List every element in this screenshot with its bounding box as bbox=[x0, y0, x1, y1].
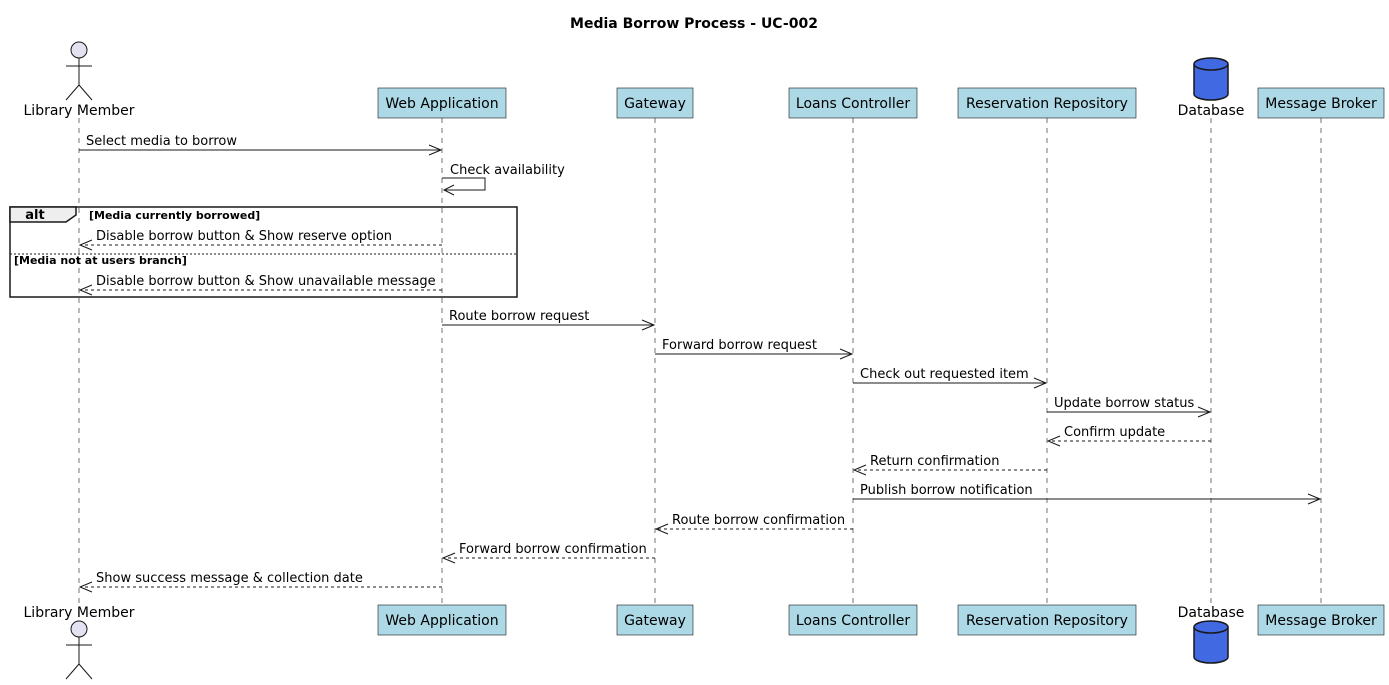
message-4: Disable borrow button & Show unavailable… bbox=[78, 274, 442, 296]
diagram-title: Media Borrow Process - UC-002 bbox=[570, 16, 818, 32]
message-label: Show success message & collection date bbox=[96, 571, 363, 586]
actor-icon bbox=[70, 620, 88, 638]
arrowhead bbox=[1033, 377, 1048, 389]
participant-label: Database bbox=[1178, 605, 1245, 621]
message-label: Return confirmation bbox=[870, 454, 999, 469]
arrowhead bbox=[654, 523, 669, 535]
message-label: Publish borrow notification bbox=[860, 483, 1033, 498]
participant-label: Gateway bbox=[624, 96, 686, 112]
participant-member-bottom: Library Member bbox=[24, 605, 135, 680]
message-13: Forward borrow confirmation bbox=[441, 542, 655, 564]
participant-box bbox=[616, 604, 694, 636]
participant-web-bottom: Web Application bbox=[377, 604, 507, 636]
participant-box bbox=[957, 87, 1137, 119]
arrowhead bbox=[1046, 435, 1061, 447]
participant-label: Reservation Repository bbox=[966, 96, 1128, 112]
participant-box bbox=[1257, 604, 1385, 636]
message-10: Return confirmation bbox=[852, 454, 1047, 476]
message-label: Route borrow request bbox=[449, 309, 589, 324]
participant-web-top: Web Application bbox=[377, 87, 507, 119]
message-14: Show success message & collection date bbox=[78, 571, 442, 593]
message-8: Update borrow status bbox=[1047, 396, 1212, 418]
participant-label: Loans Controller bbox=[796, 613, 910, 629]
message-label: Disable borrow button & Show unavailable… bbox=[96, 274, 436, 289]
participant-db-top: Database bbox=[1178, 57, 1245, 119]
lifelines bbox=[78, 118, 1322, 605]
participant-label: Message Broker bbox=[1265, 96, 1377, 112]
message-label: Route borrow confirmation bbox=[672, 513, 845, 528]
message-9: Confirm update bbox=[1046, 425, 1211, 447]
participant-label: Message Broker bbox=[1265, 613, 1377, 629]
arrowhead bbox=[1197, 406, 1212, 418]
participant-label: Web Application bbox=[385, 613, 498, 629]
message-label: Forward borrow confirmation bbox=[459, 542, 647, 557]
participant-label: Library Member bbox=[24, 103, 135, 119]
participant-label: Gateway bbox=[624, 613, 686, 629]
participant-box bbox=[788, 87, 918, 119]
participant-member-top: Library Member bbox=[24, 41, 135, 119]
actor-icon bbox=[70, 41, 88, 59]
arrowhead bbox=[441, 552, 456, 564]
alt-condition-2: [Media not at users branch] bbox=[14, 254, 187, 267]
message-label: Confirm update bbox=[1064, 425, 1165, 440]
participant-loans-top: Loans Controller bbox=[788, 87, 918, 119]
participant-box bbox=[788, 604, 918, 636]
fragments: alt [Media currently borrowed] [Media not … bbox=[9, 206, 518, 298]
participant-gateway-bottom: Gateway bbox=[616, 604, 694, 636]
database-icon bbox=[1193, 64, 1229, 101]
arrowhead bbox=[839, 348, 854, 360]
database-icon bbox=[1193, 627, 1229, 664]
alt-condition-1: [Media currently borrowed] bbox=[89, 209, 260, 222]
participant-label: Loans Controller bbox=[796, 96, 910, 112]
message-label: Disable borrow button & Show reserve opt… bbox=[96, 229, 392, 244]
arrowhead bbox=[78, 284, 93, 296]
message-label: Check availability bbox=[450, 163, 565, 178]
participant-repo-top: Reservation Repository bbox=[957, 87, 1137, 119]
message-label: Select media to borrow bbox=[86, 134, 237, 149]
message-label: Check out requested item bbox=[860, 367, 1029, 382]
message-5: Route borrow request bbox=[442, 309, 656, 331]
participant-box bbox=[1257, 87, 1385, 119]
message-7: Check out requested item bbox=[853, 367, 1048, 389]
participant-repo-bottom: Reservation Repository bbox=[957, 604, 1137, 636]
participant-box bbox=[957, 604, 1137, 636]
alt-fragment-tab bbox=[9, 206, 77, 223]
participant-box bbox=[377, 87, 507, 119]
message-11: Publish borrow notification bbox=[853, 483, 1322, 505]
message-3: Disable borrow button & Show reserve opt… bbox=[78, 229, 442, 251]
arrowhead bbox=[442, 184, 455, 196]
arrowhead bbox=[78, 239, 93, 251]
arrowhead bbox=[852, 464, 867, 476]
participant-loans-bottom: Loans Controller bbox=[788, 604, 918, 636]
participant-box bbox=[377, 604, 507, 636]
participant-broker-bottom: Message Broker bbox=[1257, 604, 1385, 636]
participant-label: Web Application bbox=[385, 96, 498, 112]
arrowhead bbox=[1307, 493, 1322, 505]
arrowhead bbox=[78, 581, 93, 593]
alt-keyword: alt bbox=[25, 208, 44, 223]
message-arrow bbox=[442, 177, 486, 191]
message-label: Forward borrow request bbox=[662, 338, 817, 353]
participant-box bbox=[616, 87, 694, 119]
participant-db-bottom: Database bbox=[1178, 605, 1245, 664]
participant-label: Reservation Repository bbox=[966, 613, 1128, 629]
message-label: Update borrow status bbox=[1054, 396, 1194, 411]
message-12: Route borrow confirmation bbox=[654, 513, 853, 535]
participant-label: Library Member bbox=[24, 605, 135, 621]
participant-gateway-top: Gateway bbox=[616, 87, 694, 119]
message-1: Select media to borrow bbox=[79, 134, 443, 156]
participant-label: Database bbox=[1178, 103, 1245, 119]
arrowhead bbox=[428, 144, 443, 156]
participant-broker-top: Message Broker bbox=[1257, 87, 1385, 119]
message-2: Check availability bbox=[442, 163, 565, 196]
arrowhead bbox=[641, 319, 656, 331]
alt-fragment bbox=[9, 206, 518, 298]
message-6: Forward borrow request bbox=[655, 338, 854, 360]
